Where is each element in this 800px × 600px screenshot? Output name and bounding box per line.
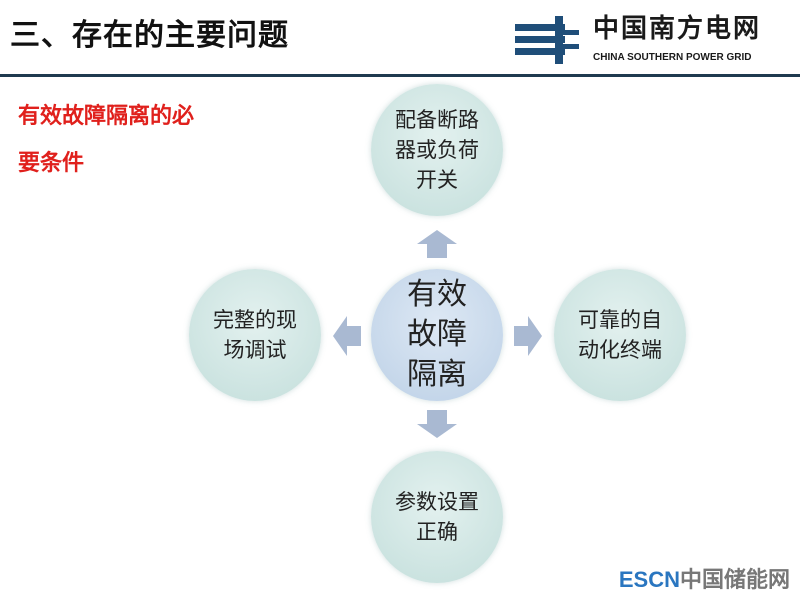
header-divider: [0, 74, 800, 77]
right-node: 可靠的自动化终端: [554, 269, 686, 401]
subtitle-line-1: 有效故障隔离的必: [18, 104, 195, 129]
top-node-label: 配备断路器或负荷开关: [395, 108, 479, 192]
slide-title: 三、存在的主要问题: [10, 18, 289, 53]
bottom-node: 参数设置正确: [371, 451, 503, 583]
center-node-label: 有效故障隔离: [407, 277, 467, 392]
logo-english-text: CHINA SOUTHERN POWER GRID: [593, 52, 752, 63]
right-node-label: 可靠的自动化终端: [578, 308, 662, 362]
logo-chinese-text: 中国南方电网: [593, 14, 762, 44]
left-node-label: 完整的现场调试: [213, 308, 297, 362]
arrow-right-icon: [514, 316, 542, 356]
arrow-up-icon: [417, 230, 457, 258]
center-node: 有效故障隔离: [371, 269, 503, 401]
china-southern-power-grid-logo: 中国南方电网 CHINA SOUTHERN POWER GRID: [515, 14, 795, 70]
power-grid-emblem-icon: [515, 16, 579, 64]
escn-watermark: ESCN中国储能网: [619, 567, 790, 594]
arrow-down-icon: [417, 410, 457, 438]
arrow-left-icon: [333, 316, 361, 356]
subtitle-line-2: 要条件: [18, 151, 85, 176]
watermark-brand: ESCN: [618, 567, 680, 592]
bottom-node-label: 参数设置正确: [395, 490, 479, 544]
watermark-name: 中国储能网: [679, 568, 790, 593]
top-node: 配备断路器或负荷开关: [371, 84, 503, 216]
left-node: 完整的现场调试: [189, 269, 321, 401]
